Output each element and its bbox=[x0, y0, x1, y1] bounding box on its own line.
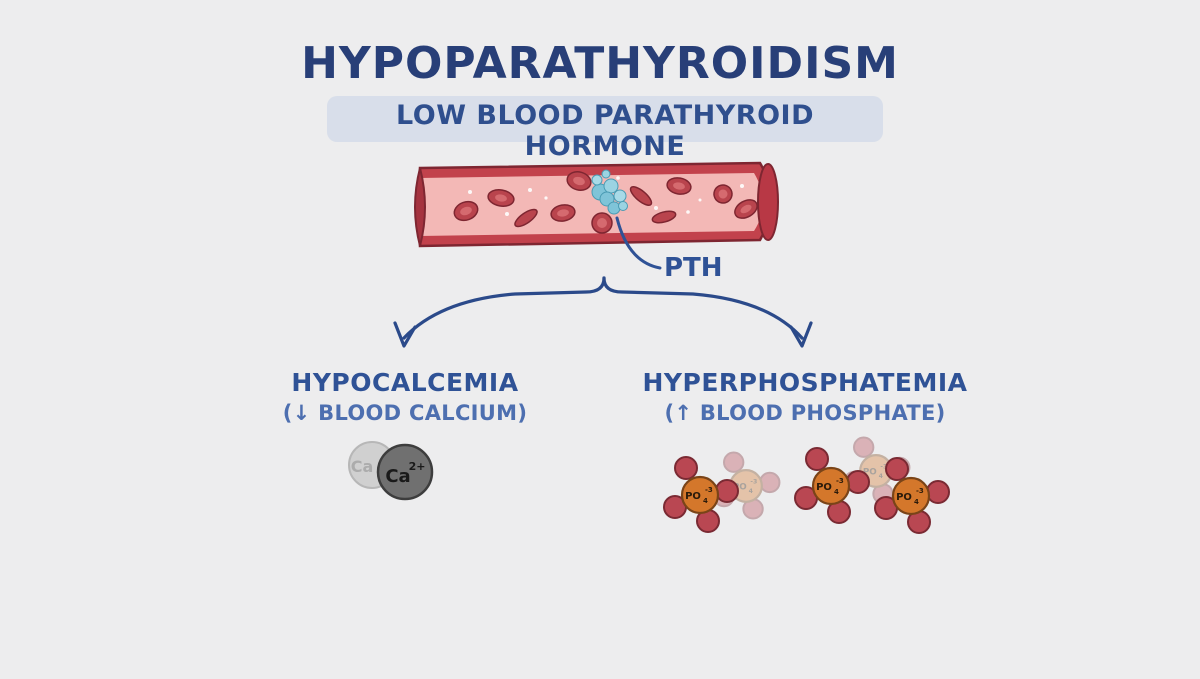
hyperphosphatemia-subtitle: (↑ BLOOD PHOSPHATE) bbox=[664, 401, 946, 425]
pth-pointer-line bbox=[615, 216, 662, 270]
phosphate-ion-charge: -3 bbox=[916, 487, 924, 495]
phosphate-ion-subscript: 4 bbox=[749, 488, 754, 495]
page-title: HYPOPARATHYROIDISM bbox=[301, 38, 899, 89]
phosphate-ion-label: PO bbox=[733, 483, 747, 493]
red-blood-cell bbox=[514, 208, 538, 228]
red-blood-cell bbox=[734, 199, 758, 219]
plasma-specks bbox=[468, 176, 744, 216]
subtitle-banner bbox=[327, 96, 883, 142]
phosphate-ion-charge: -3 bbox=[705, 486, 713, 494]
calcium-ion: Ca 2+ bbox=[376, 443, 434, 501]
hyperphosphatemia-title: HYPERPHOSPHATEMIA bbox=[642, 368, 968, 397]
phosphate-ion-label: PO bbox=[896, 492, 912, 503]
red-blood-cell bbox=[591, 212, 613, 234]
vessel-opening bbox=[414, 167, 426, 247]
phosphate-ion-charge: -3 bbox=[750, 478, 757, 485]
vessel-end-cap bbox=[757, 163, 779, 241]
red-blood-cell bbox=[453, 200, 479, 222]
red-blood-cell bbox=[651, 210, 677, 224]
phosphate-ion-label: PO bbox=[863, 468, 877, 478]
calcium-ion-label: Ca bbox=[385, 466, 410, 487]
pth-label: PTH bbox=[664, 253, 723, 283]
pth-molecule-icon bbox=[591, 169, 628, 215]
calcium-ion-faded-label: Ca bbox=[351, 457, 374, 476]
red-blood-cell bbox=[629, 186, 653, 206]
hypocalcemia-title: HYPOCALCEMIA bbox=[291, 368, 519, 397]
split-brace bbox=[402, 276, 606, 340]
red-blood-cell bbox=[566, 171, 592, 191]
phosphate-ion-label: PO bbox=[685, 491, 701, 502]
split-brace-right bbox=[602, 276, 804, 340]
phosphate-ion-charge: -3 bbox=[836, 477, 844, 485]
phosphate-ion-subscript: 4 bbox=[703, 497, 708, 505]
arrow-head-right-icon bbox=[789, 321, 813, 348]
red-blood-cell bbox=[713, 184, 733, 204]
phosphate-ion-label: PO bbox=[816, 482, 832, 493]
phosphate-ion-charge: -3 bbox=[880, 463, 887, 470]
page-subtitle: LOW BLOOD PARATHYROID HORMONE bbox=[396, 100, 814, 162]
red-blood-cell bbox=[487, 189, 515, 207]
calcium-ion-charge: 2+ bbox=[409, 460, 426, 473]
calcium-ions-icon: Ca Ca 2+ bbox=[348, 441, 434, 501]
phosphate-ion-subscript: 4 bbox=[834, 488, 839, 496]
red-blood-cell bbox=[666, 177, 692, 195]
arrow-head-left-icon bbox=[393, 321, 417, 348]
phosphate-ion-subscript: 4 bbox=[914, 498, 919, 506]
phosphate-ion-subscript: 4 bbox=[879, 473, 884, 480]
red-blood-cell bbox=[550, 204, 576, 222]
hypocalcemia-subtitle: (↓ BLOOD CALCIUM) bbox=[282, 401, 528, 425]
red-blood-cells bbox=[453, 171, 758, 234]
